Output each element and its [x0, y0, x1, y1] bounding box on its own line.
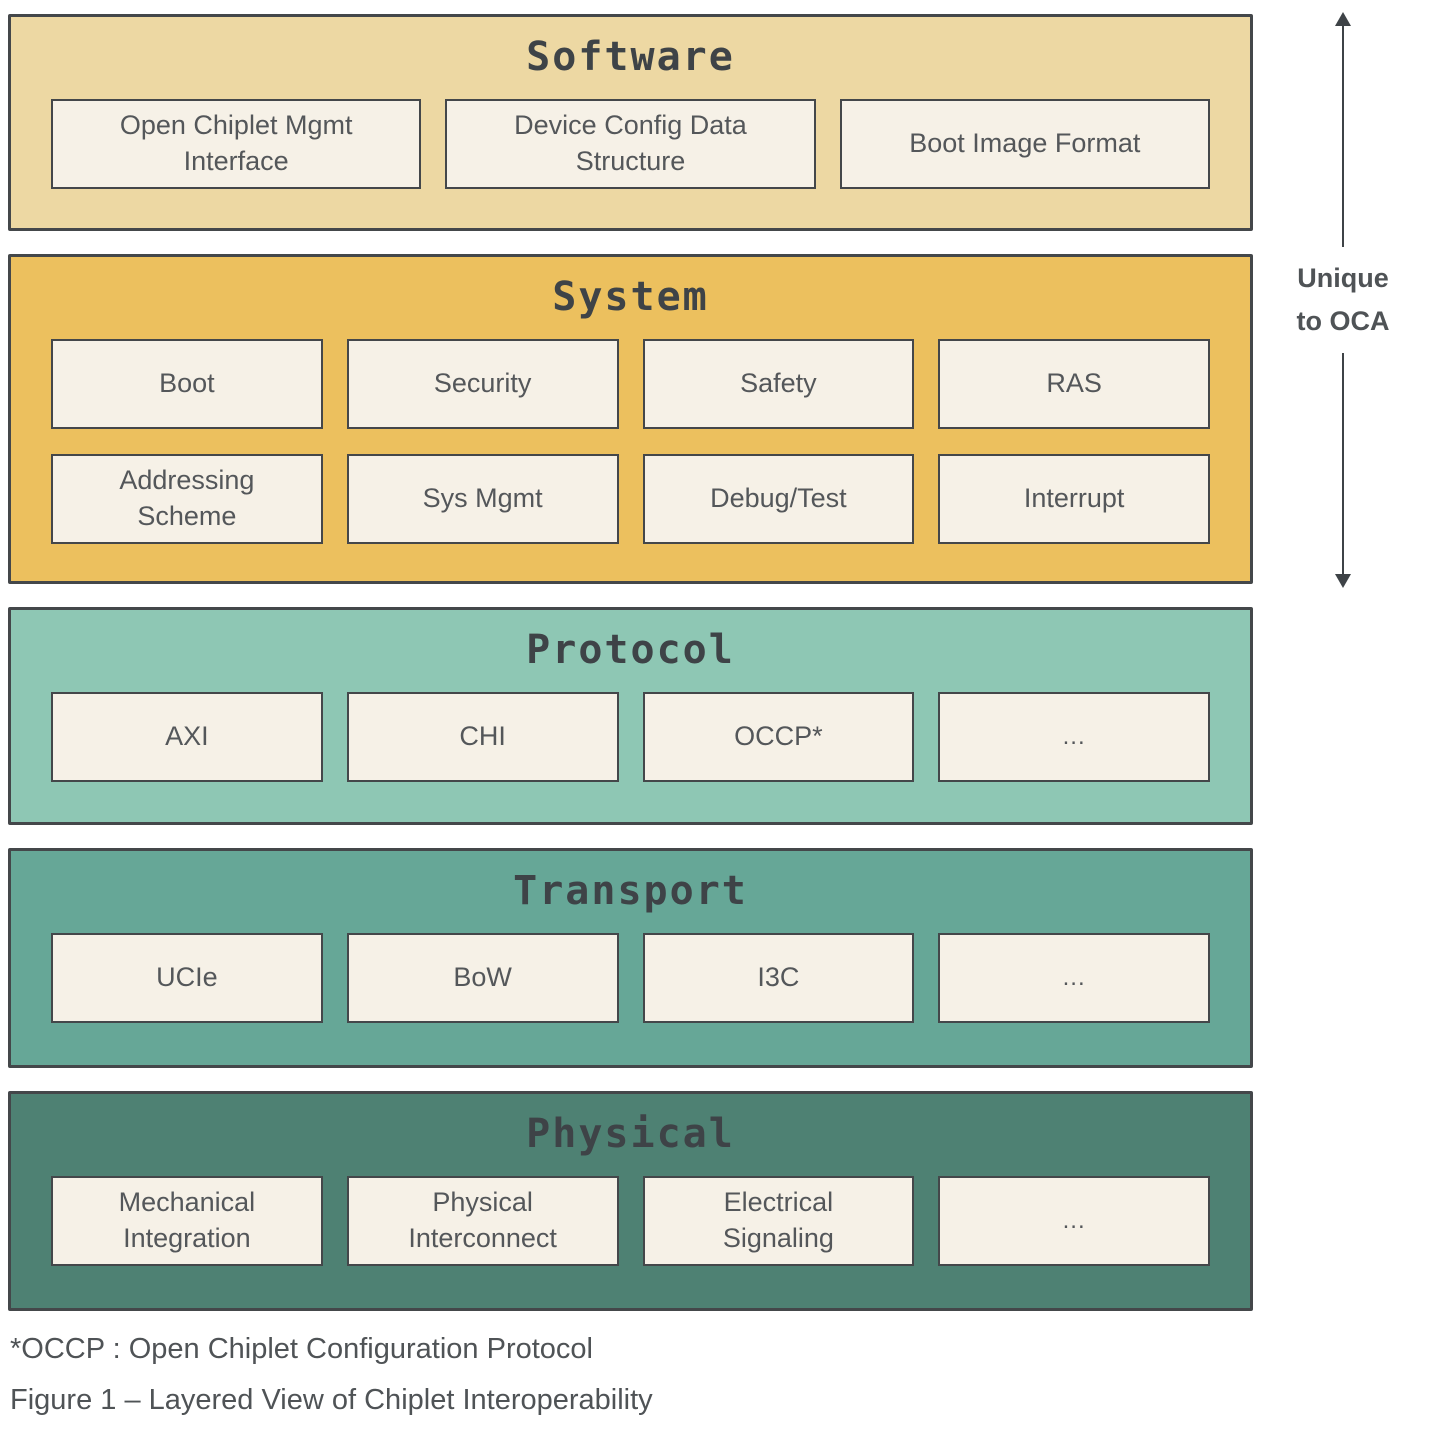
layer-stack: Software Open Chiplet Mgmt Interface Dev… [8, 14, 1253, 1311]
box-chi: CHI [346, 692, 619, 782]
unique-to-oca-label: Unique to OCA [1296, 262, 1390, 336]
box-addressing-scheme: Addressing Scheme [51, 454, 323, 544]
layer-protocol: Protocol AXI CHI OCCP* ... [8, 607, 1253, 825]
layer-title-protocol: Protocol [526, 627, 735, 673]
layer-title-software: Software [526, 34, 735, 80]
layer-title-physical: Physical [526, 1111, 735, 1157]
box-ellipsis-protocol: ... [938, 692, 1210, 782]
layer-title-transport: Transport [513, 868, 748, 914]
arrow-line [1342, 353, 1344, 574]
system-row-1: Boot Security Safety RAS [11, 339, 1250, 429]
arrow-upper-segment [1283, 12, 1403, 247]
box-boot: Boot [51, 339, 323, 429]
box-device-config-data-structure: Device Config Data Structure [445, 99, 816, 189]
layer-title-system: System [552, 274, 709, 320]
box-bow: BoW [346, 933, 619, 1023]
box-sys-mgmt: Sys Mgmt [346, 454, 619, 544]
physical-row: Mechanical Integration Physical Intercon… [11, 1176, 1250, 1266]
box-physical-interconnect: Physical Interconnect [346, 1176, 619, 1266]
software-row: Open Chiplet Mgmt Interface Device Confi… [11, 99, 1250, 189]
system-row-2: Addressing Scheme Sys Mgmt Debug/Test In… [11, 454, 1250, 544]
box-axi: AXI [51, 692, 323, 782]
box-security: Security [346, 339, 619, 429]
figure-caption: Figure 1 – Layered View of Chiplet Inter… [10, 1384, 653, 1416]
box-occp: OCCP* [642, 692, 915, 782]
layer-system: System Boot Security Safety RAS Addressi… [8, 254, 1253, 584]
figure-footer: *OCCP : Open Chiplet Configuration Proto… [10, 1335, 653, 1415]
box-safety: Safety [642, 339, 915, 429]
box-boot-image-format: Boot Image Format [839, 99, 1210, 189]
arrow-lower-segment [1283, 353, 1403, 588]
unique-to-oca-annotation: Unique to OCA [1283, 12, 1403, 588]
layer-physical: Physical Mechanical Integration Physical… [8, 1091, 1253, 1311]
arrow-down-icon [1335, 574, 1351, 588]
box-i3c: I3C [642, 933, 915, 1023]
box-ellipsis-physical: ... [938, 1176, 1210, 1266]
arrow-line [1342, 26, 1344, 247]
transport-row: UCIe BoW I3C ... [11, 933, 1250, 1023]
protocol-row: AXI CHI OCCP* ... [11, 692, 1250, 782]
box-ras: RAS [938, 339, 1210, 429]
box-interrupt: Interrupt [938, 454, 1210, 544]
box-ellipsis-transport: ... [938, 933, 1210, 1023]
box-debug-test: Debug/Test [642, 454, 915, 544]
box-ucie: UCIe [51, 933, 323, 1023]
layer-software: Software Open Chiplet Mgmt Interface Dev… [8, 14, 1253, 231]
box-mechanical-integration: Mechanical Integration [51, 1176, 323, 1266]
box-electrical-signaling: Electrical Signaling [642, 1176, 915, 1266]
layer-transport: Transport UCIe BoW I3C ... [8, 848, 1253, 1068]
box-open-chiplet-mgmt-interface: Open Chiplet Mgmt Interface [51, 99, 422, 189]
arrow-up-icon [1335, 12, 1351, 26]
occp-footnote: *OCCP : Open Chiplet Configuration Proto… [10, 1333, 593, 1365]
